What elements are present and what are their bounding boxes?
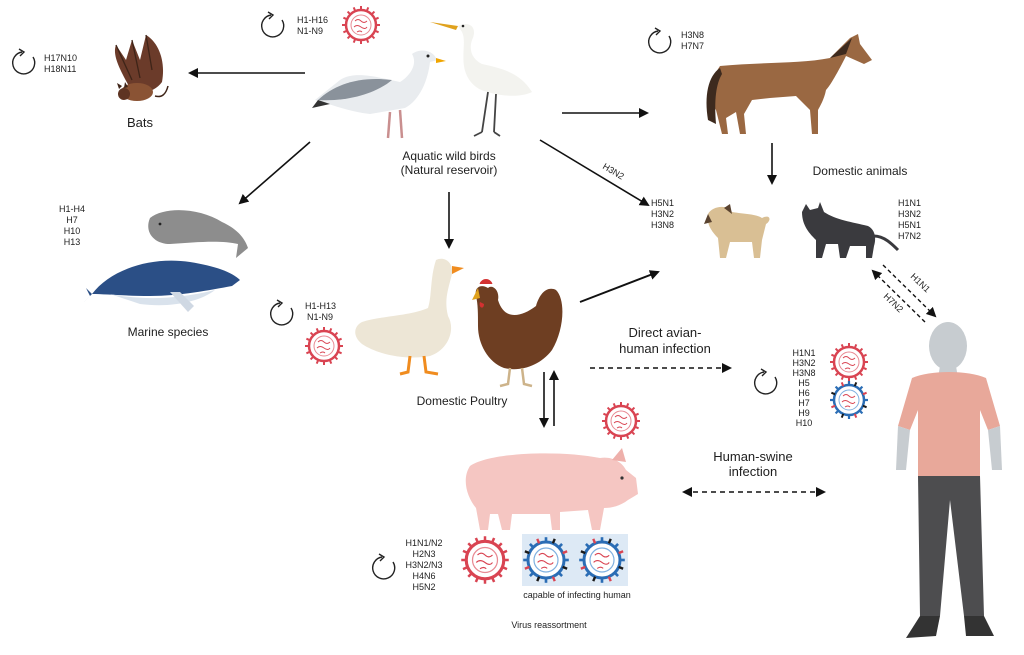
human-subtype-1: H1N1 bbox=[792, 348, 815, 358]
avian-virus-icon bbox=[303, 325, 345, 367]
marine-subtype-4: H13 bbox=[64, 237, 81, 247]
capable-label: capable of infecting human bbox=[523, 590, 631, 600]
arrow-label-human-to-cat: H7N2 bbox=[882, 291, 906, 314]
human-subtype-5: H6 bbox=[798, 388, 810, 398]
swine-subtype-1: H1N1/N2 bbox=[405, 538, 442, 548]
arrow-cat-to-human bbox=[882, 264, 937, 318]
swine-human-label-line2: infection bbox=[729, 464, 777, 479]
marine-subtype-2: H7 bbox=[66, 215, 78, 225]
human-subtype-2: H3N2 bbox=[792, 358, 815, 368]
dog-subtype-1: H5N1 bbox=[651, 198, 674, 208]
avian-virus-icon bbox=[340, 4, 382, 46]
arrow-label-cat-to-human: H1N1 bbox=[909, 271, 933, 294]
cat-subtype-4: H7N2 bbox=[898, 231, 921, 241]
rooster-illustration bbox=[472, 279, 563, 388]
swine-subtype-2: H2N3 bbox=[412, 549, 435, 559]
bats-subtype-1: H17N10 bbox=[44, 53, 77, 63]
arrow-birds-to-marine bbox=[238, 141, 311, 205]
human-subtype-7: H9 bbox=[798, 408, 810, 418]
arrow-birds-to-dog bbox=[539, 139, 650, 207]
human-group: H1N1 H3N2 H3N8 H5 H6 H7 H9 H10 bbox=[753, 322, 1002, 638]
swine-group: H1N1/N2 H2N3 H3N2/N3 H4N6 H5N2 capable o… bbox=[371, 400, 642, 630]
swine-subtype-5: H5N2 bbox=[412, 582, 435, 592]
poultry-group: Domestic Poultry H1-H13 N1-N9 bbox=[269, 258, 563, 408]
replication-cycle-icon bbox=[371, 553, 396, 580]
human-subtype-8: H10 bbox=[796, 418, 813, 428]
wild-birds-subtype-1: H1-H16 bbox=[297, 15, 328, 25]
marine-subtype-3: H10 bbox=[64, 226, 81, 236]
seal-illustration bbox=[148, 210, 248, 258]
horse-subtype-1: H3N8 bbox=[681, 30, 704, 40]
egret-illustration bbox=[430, 22, 532, 137]
arrows bbox=[188, 68, 937, 497]
replication-cycle-icon bbox=[753, 368, 778, 395]
cat-subtype-1: H1N1 bbox=[898, 198, 921, 208]
horse-illustration bbox=[706, 34, 872, 134]
wild-birds-label-line1: Aquatic wild birds bbox=[402, 149, 495, 163]
wild-birds-group: Aquatic wild birds (Natural reservoir) H… bbox=[260, 4, 532, 177]
domestic-animals-label: Domestic animals bbox=[813, 164, 908, 178]
reassortant-virus-icon bbox=[521, 535, 571, 585]
marine-label: Marine species bbox=[128, 325, 209, 339]
cat-subtype-3: H5N1 bbox=[898, 220, 921, 230]
dog-illustration bbox=[704, 204, 770, 258]
marine-group: Marine species H1-H4 H7 H10 H13 bbox=[59, 204, 248, 339]
arrow-poultry-to-domestic bbox=[579, 270, 660, 303]
replication-cycle-icon bbox=[260, 11, 285, 38]
bats-label: Bats bbox=[127, 115, 154, 130]
avian-virus-icon bbox=[459, 534, 511, 586]
marine-subtype-1: H1-H4 bbox=[59, 204, 85, 214]
replication-cycle-icon bbox=[11, 48, 36, 75]
cat-subtype-2: H3N2 bbox=[898, 209, 921, 219]
dog-subtype-2: H3N2 bbox=[651, 209, 674, 219]
bats-group: Bats H17N10 H18N11 bbox=[11, 34, 169, 130]
horse-group: H3N8 H7N7 bbox=[647, 27, 872, 134]
poultry-label: Domestic Poultry bbox=[417, 394, 508, 408]
whale-illustration bbox=[84, 260, 240, 312]
wild-birds-label-line2: (Natural reservoir) bbox=[401, 163, 498, 177]
poultry-subtype-1: H1-H13 bbox=[305, 301, 336, 311]
avian-human-label-line1: Direct avian- bbox=[629, 325, 702, 340]
swine-subtype-4: H4N6 bbox=[412, 571, 435, 581]
human-subtype-4: H5 bbox=[798, 378, 810, 388]
cat-illustration bbox=[802, 202, 900, 258]
replication-cycle-icon bbox=[647, 27, 672, 54]
dog-subtype-3: H3N8 bbox=[651, 220, 674, 230]
swine-subtype-3: H3N2/N3 bbox=[405, 560, 442, 570]
human-subtype-3: H3N8 bbox=[792, 368, 815, 378]
avian-virus-icon bbox=[600, 400, 642, 442]
poultry-subtype-2: N1-N9 bbox=[307, 312, 333, 322]
human-virus-icon bbox=[828, 379, 870, 421]
human-subtype-6: H7 bbox=[798, 398, 810, 408]
replication-cycle-icon bbox=[269, 299, 294, 326]
bats-subtype-2: H18N11 bbox=[44, 64, 76, 74]
gull-illustration bbox=[312, 50, 446, 139]
domestic-animals-group: Domestic animals H5N1 H3N2 H3N8 H1N1 H3N… bbox=[651, 164, 921, 258]
swine-human-label-line1: Human-swine bbox=[713, 449, 792, 464]
avian-human-label-line2: human infection bbox=[619, 341, 711, 356]
pig-illustration bbox=[465, 448, 638, 530]
reassortment-label: Virus reassortment bbox=[511, 620, 587, 630]
swine-virus-icon bbox=[577, 535, 627, 585]
avian-virus-icon bbox=[828, 341, 870, 383]
wild-birds-subtype-2: N1-N9 bbox=[297, 26, 323, 36]
arrow-human-to-cat bbox=[871, 269, 926, 323]
bat-illustration bbox=[114, 34, 169, 101]
horse-subtype-2: H7N7 bbox=[681, 41, 704, 51]
human-illustration bbox=[896, 322, 1002, 638]
goose-illustration bbox=[355, 258, 464, 376]
